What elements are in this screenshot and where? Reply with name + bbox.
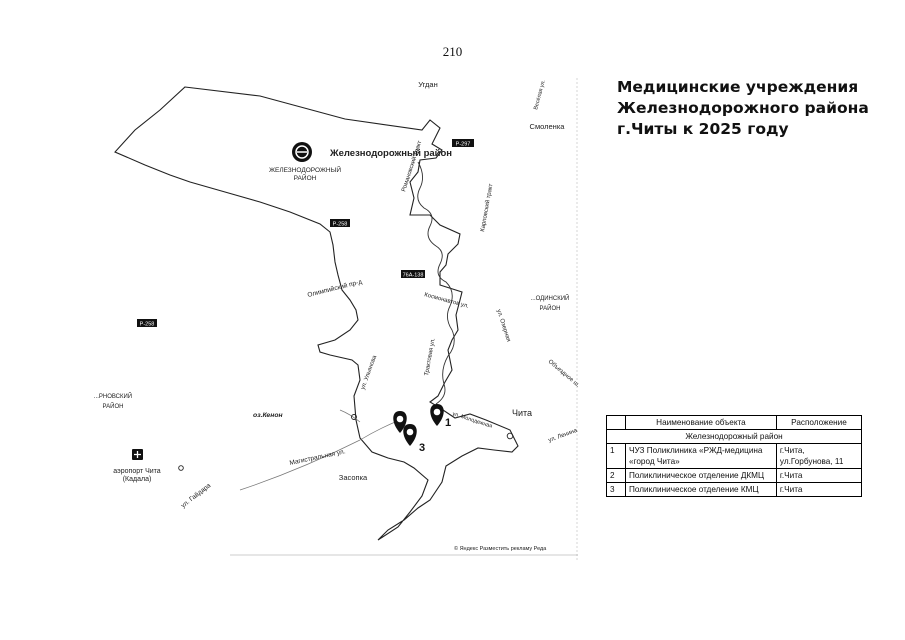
legend-header-num	[606, 415, 626, 430]
district-name-label: Железнодорожный район	[329, 148, 452, 159]
map-title: Медицинские учреждения Железнодорожного …	[617, 77, 887, 140]
legend-row-location: г.Чита	[775, 482, 863, 497]
river-line	[417, 161, 455, 405]
legend-row-num: 2	[606, 468, 626, 483]
road-shield-r297: Р-297	[452, 139, 474, 147]
airport-icon	[132, 449, 143, 460]
place-smolenka: Смоленка	[530, 122, 566, 131]
legend-row-name: Поликлиническое отделение ДКМЦ	[625, 468, 777, 483]
district-badge-line1: ЖЕЛЕЗНОДОРОЖНЫЙ	[269, 165, 341, 174]
road-label-olimpiyskaya: Олимпийский пр-д	[307, 278, 363, 299]
place-airport-line2: (Кадала)	[123, 476, 152, 483]
legend-row: 1 ЧУЗ Поликлиника «РЖД-медицина «город Ч…	[606, 443, 863, 469]
road-shield-r258: Р-258	[330, 219, 350, 227]
district-badge-icon	[292, 142, 312, 162]
place-ingodinsky-line2: РАЙОН	[540, 304, 561, 312]
page-number: 210	[442, 44, 463, 59]
marker-1[interactable]: 1	[430, 404, 451, 429]
road-magistralnaya	[239, 419, 401, 491]
legend-row: 3 Поликлиническое отделение КМЦ г.Чита	[606, 482, 863, 497]
legend-table: Наименование объекта Расположение Железн…	[606, 415, 863, 497]
road-label-ulyanova: ул. Ульянова	[360, 354, 378, 391]
marker-3-number: 3	[419, 442, 425, 454]
station-circle	[351, 414, 357, 420]
svg-text:Р-297: Р-297	[456, 141, 471, 147]
svg-text:76А-138: 76А-138	[403, 272, 424, 278]
road-zasopka	[339, 409, 361, 423]
place-chita: Чита	[512, 408, 532, 418]
road-shield-r258-west: Р-258	[137, 319, 157, 327]
chita-station-icon	[506, 432, 514, 440]
legend-row-name: ЧУЗ Поликлиника «РЖД-медицина «город Чит…	[625, 443, 777, 469]
district-badge-line2: РАЙОН	[294, 173, 317, 182]
legend-header-name: Наименование объекта	[625, 415, 777, 430]
legend-row-num: 1	[606, 443, 626, 469]
legend-row-location: г.Чита, ул.Горбунова, 11	[775, 443, 863, 469]
road-label-gaydara: ул. Гайдара	[179, 481, 212, 509]
place-airport-line1: аэропорт Чита	[113, 468, 161, 475]
place-ugdan: Угдан	[418, 80, 438, 89]
map-footer[interactable]: © Яндекс Разместить рекламу Реда	[454, 545, 547, 552]
place-rnovsky-line2: РАЙОН	[103, 402, 124, 410]
road-shield-76a138: 76А-138	[401, 270, 425, 278]
place-zasopka: Засопка	[339, 473, 368, 482]
legend-row-num: 3	[606, 482, 626, 497]
place-rnovsky-line1: ...РНОВСКИЙ	[94, 392, 132, 400]
title-line: Железнодорожного района	[617, 99, 869, 117]
title-line: Медицинские учреждения	[617, 78, 859, 96]
district-boundary	[114, 86, 519, 541]
place-kenon: оз.Кенон	[253, 412, 283, 419]
legend-row: 2 Поликлиническое отделение ДКМЦ г.Чита	[606, 468, 863, 483]
legend-header-location: Расположение	[775, 415, 863, 430]
title-line: г.Читы к 2025 году	[617, 120, 789, 138]
marker-1-number: 1	[445, 417, 451, 429]
legend-row-location: г.Чита	[775, 468, 863, 483]
legend-header-row: Наименование объекта Расположение	[606, 415, 863, 430]
legend-section-row: Железнодорожный район	[606, 429, 862, 444]
road-label-magistralnaya: Магистральная ул.	[289, 448, 346, 467]
svg-text:Р-258: Р-258	[333, 221, 348, 227]
legend-row-name: Поликлиническое отделение КМЦ	[625, 482, 777, 497]
marker-3[interactable]: 3	[403, 424, 425, 454]
legend-section: Железнодорожный район	[606, 429, 862, 444]
place-ingodinsky-line1: ...ОДИНСКИЙ	[531, 294, 570, 302]
station-circle	[178, 465, 184, 471]
svg-text:Р-258: Р-258	[140, 321, 155, 327]
